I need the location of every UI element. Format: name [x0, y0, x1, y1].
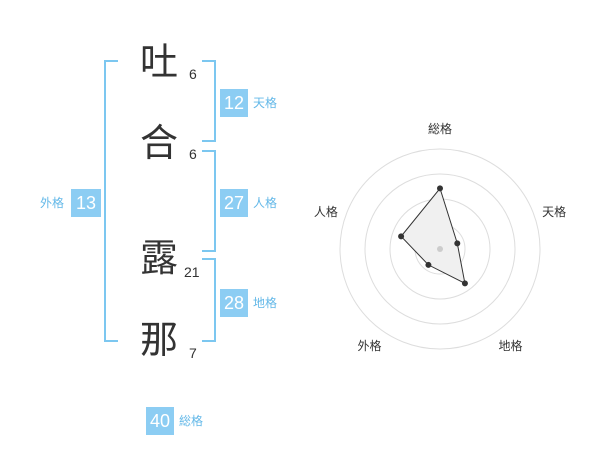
radar-axis-label: 外格	[357, 338, 381, 353]
radar-point	[398, 233, 405, 240]
soukaku-label: 総格	[179, 414, 204, 428]
jinkaku-bracket	[202, 150, 216, 252]
chikaku-bracket	[202, 258, 216, 342]
radar-points	[398, 185, 468, 287]
tenkaku-label: 天格	[253, 96, 278, 110]
radar-axis-label: 総格	[428, 121, 452, 136]
radar-point	[437, 185, 443, 192]
name-char-2: 合	[140, 121, 179, 165]
jinkaku-badge: 27	[220, 189, 248, 217]
chikaku-label: 地格	[253, 296, 278, 310]
radar-axis-label: 天格	[542, 204, 566, 219]
chikaku-badge: 28	[220, 289, 248, 317]
name-char-4: 那	[140, 318, 179, 362]
radar-point	[461, 280, 468, 287]
radar-grid-ring	[339, 148, 541, 350]
radar-data-area	[400, 187, 466, 285]
stroke-count-2: 6	[189, 146, 197, 162]
stroke-count-1: 6	[189, 66, 197, 82]
gaikaku-label: 外格	[40, 196, 65, 210]
soukaku-badge: 40	[146, 407, 174, 435]
stroke-count-3: 21	[184, 264, 200, 280]
name-char-1: 吐	[140, 40, 179, 84]
name-char-3: 露	[140, 236, 179, 280]
tenkaku-bracket	[202, 60, 216, 142]
radar-center-dot	[437, 246, 443, 252]
jinkaku-label: 人格	[253, 196, 278, 210]
radar-axis-label: 人格	[314, 204, 338, 219]
stroke-count-4: 7	[189, 345, 197, 361]
gaikaku-badge: 13	[71, 189, 101, 217]
radar-grid-ring	[364, 173, 516, 325]
radar-axis-label: 地格	[499, 338, 523, 353]
tenkaku-badge: 12	[220, 89, 248, 117]
radar-point	[454, 240, 461, 247]
radar-point	[425, 261, 432, 268]
gaikaku-bracket	[104, 60, 118, 342]
